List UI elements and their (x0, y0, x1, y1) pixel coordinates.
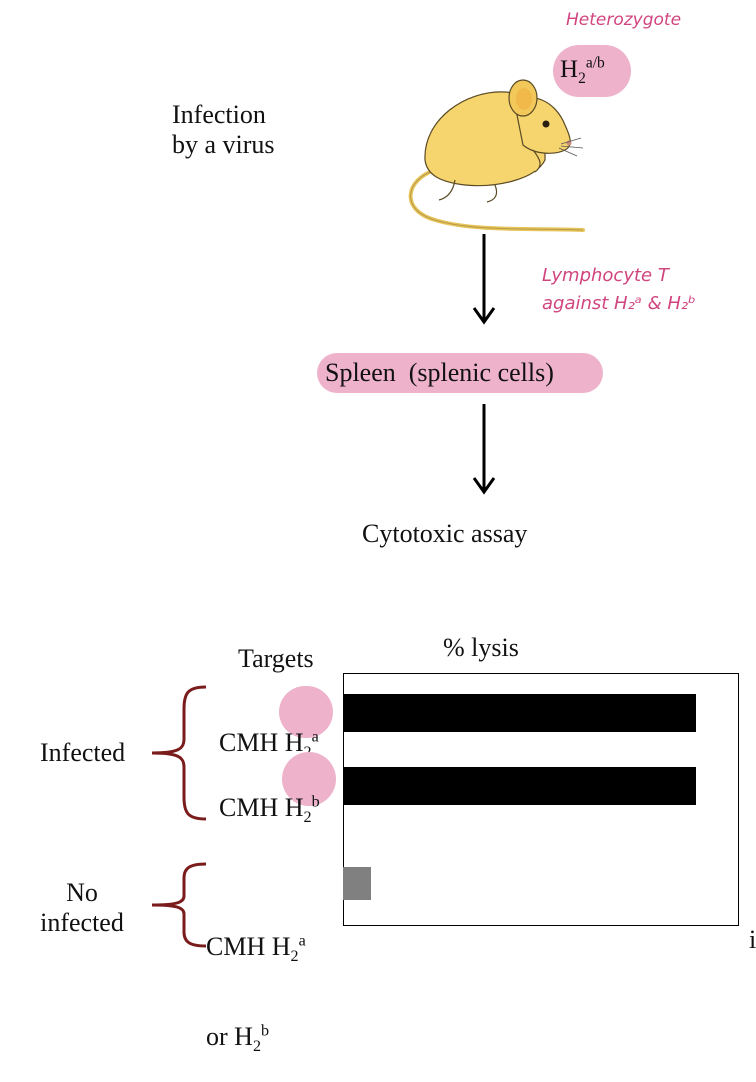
heterozygote-note: Heterozygote (566, 10, 682, 30)
cytotoxic-assay-label: Cytotoxic assay (362, 519, 528, 548)
group-infected-label: Infected (40, 738, 126, 767)
target-label-h2a: CMH H2a (219, 728, 319, 761)
infection-label: Infection by a virus (172, 100, 275, 159)
bar-cmh-h2a (343, 694, 696, 732)
mouse-illustration (408, 79, 585, 232)
targets-header: Targets (238, 644, 314, 673)
lymphocyte-note: Lymphocyte T against H₂ᵃ & H₂ᵇ (542, 265, 696, 314)
h2a-highlight (279, 686, 333, 738)
target-label-control: CMH H2a or H2b (206, 932, 306, 1056)
brace-infected (151, 685, 207, 821)
edge-fragment: i (749, 925, 756, 954)
bar-control-uninfected (343, 867, 371, 900)
spleen-highlight (317, 353, 603, 393)
spleen-label: Spleen (splenic cells) (325, 358, 554, 387)
arrow-down-2 (472, 404, 496, 495)
brace-no-infected (151, 862, 207, 948)
group-no-infected-label: No infected (40, 878, 124, 937)
mouse-genotype-label: H2a/b (560, 54, 605, 87)
arrow-down-1 (472, 234, 496, 325)
target-label-h2b: CMH H2b (219, 793, 320, 827)
lysis-title: % lysis (443, 633, 519, 662)
h2b-highlight (282, 752, 336, 806)
bar-cmh-h2b (343, 767, 696, 805)
genotype-highlight (553, 45, 631, 97)
